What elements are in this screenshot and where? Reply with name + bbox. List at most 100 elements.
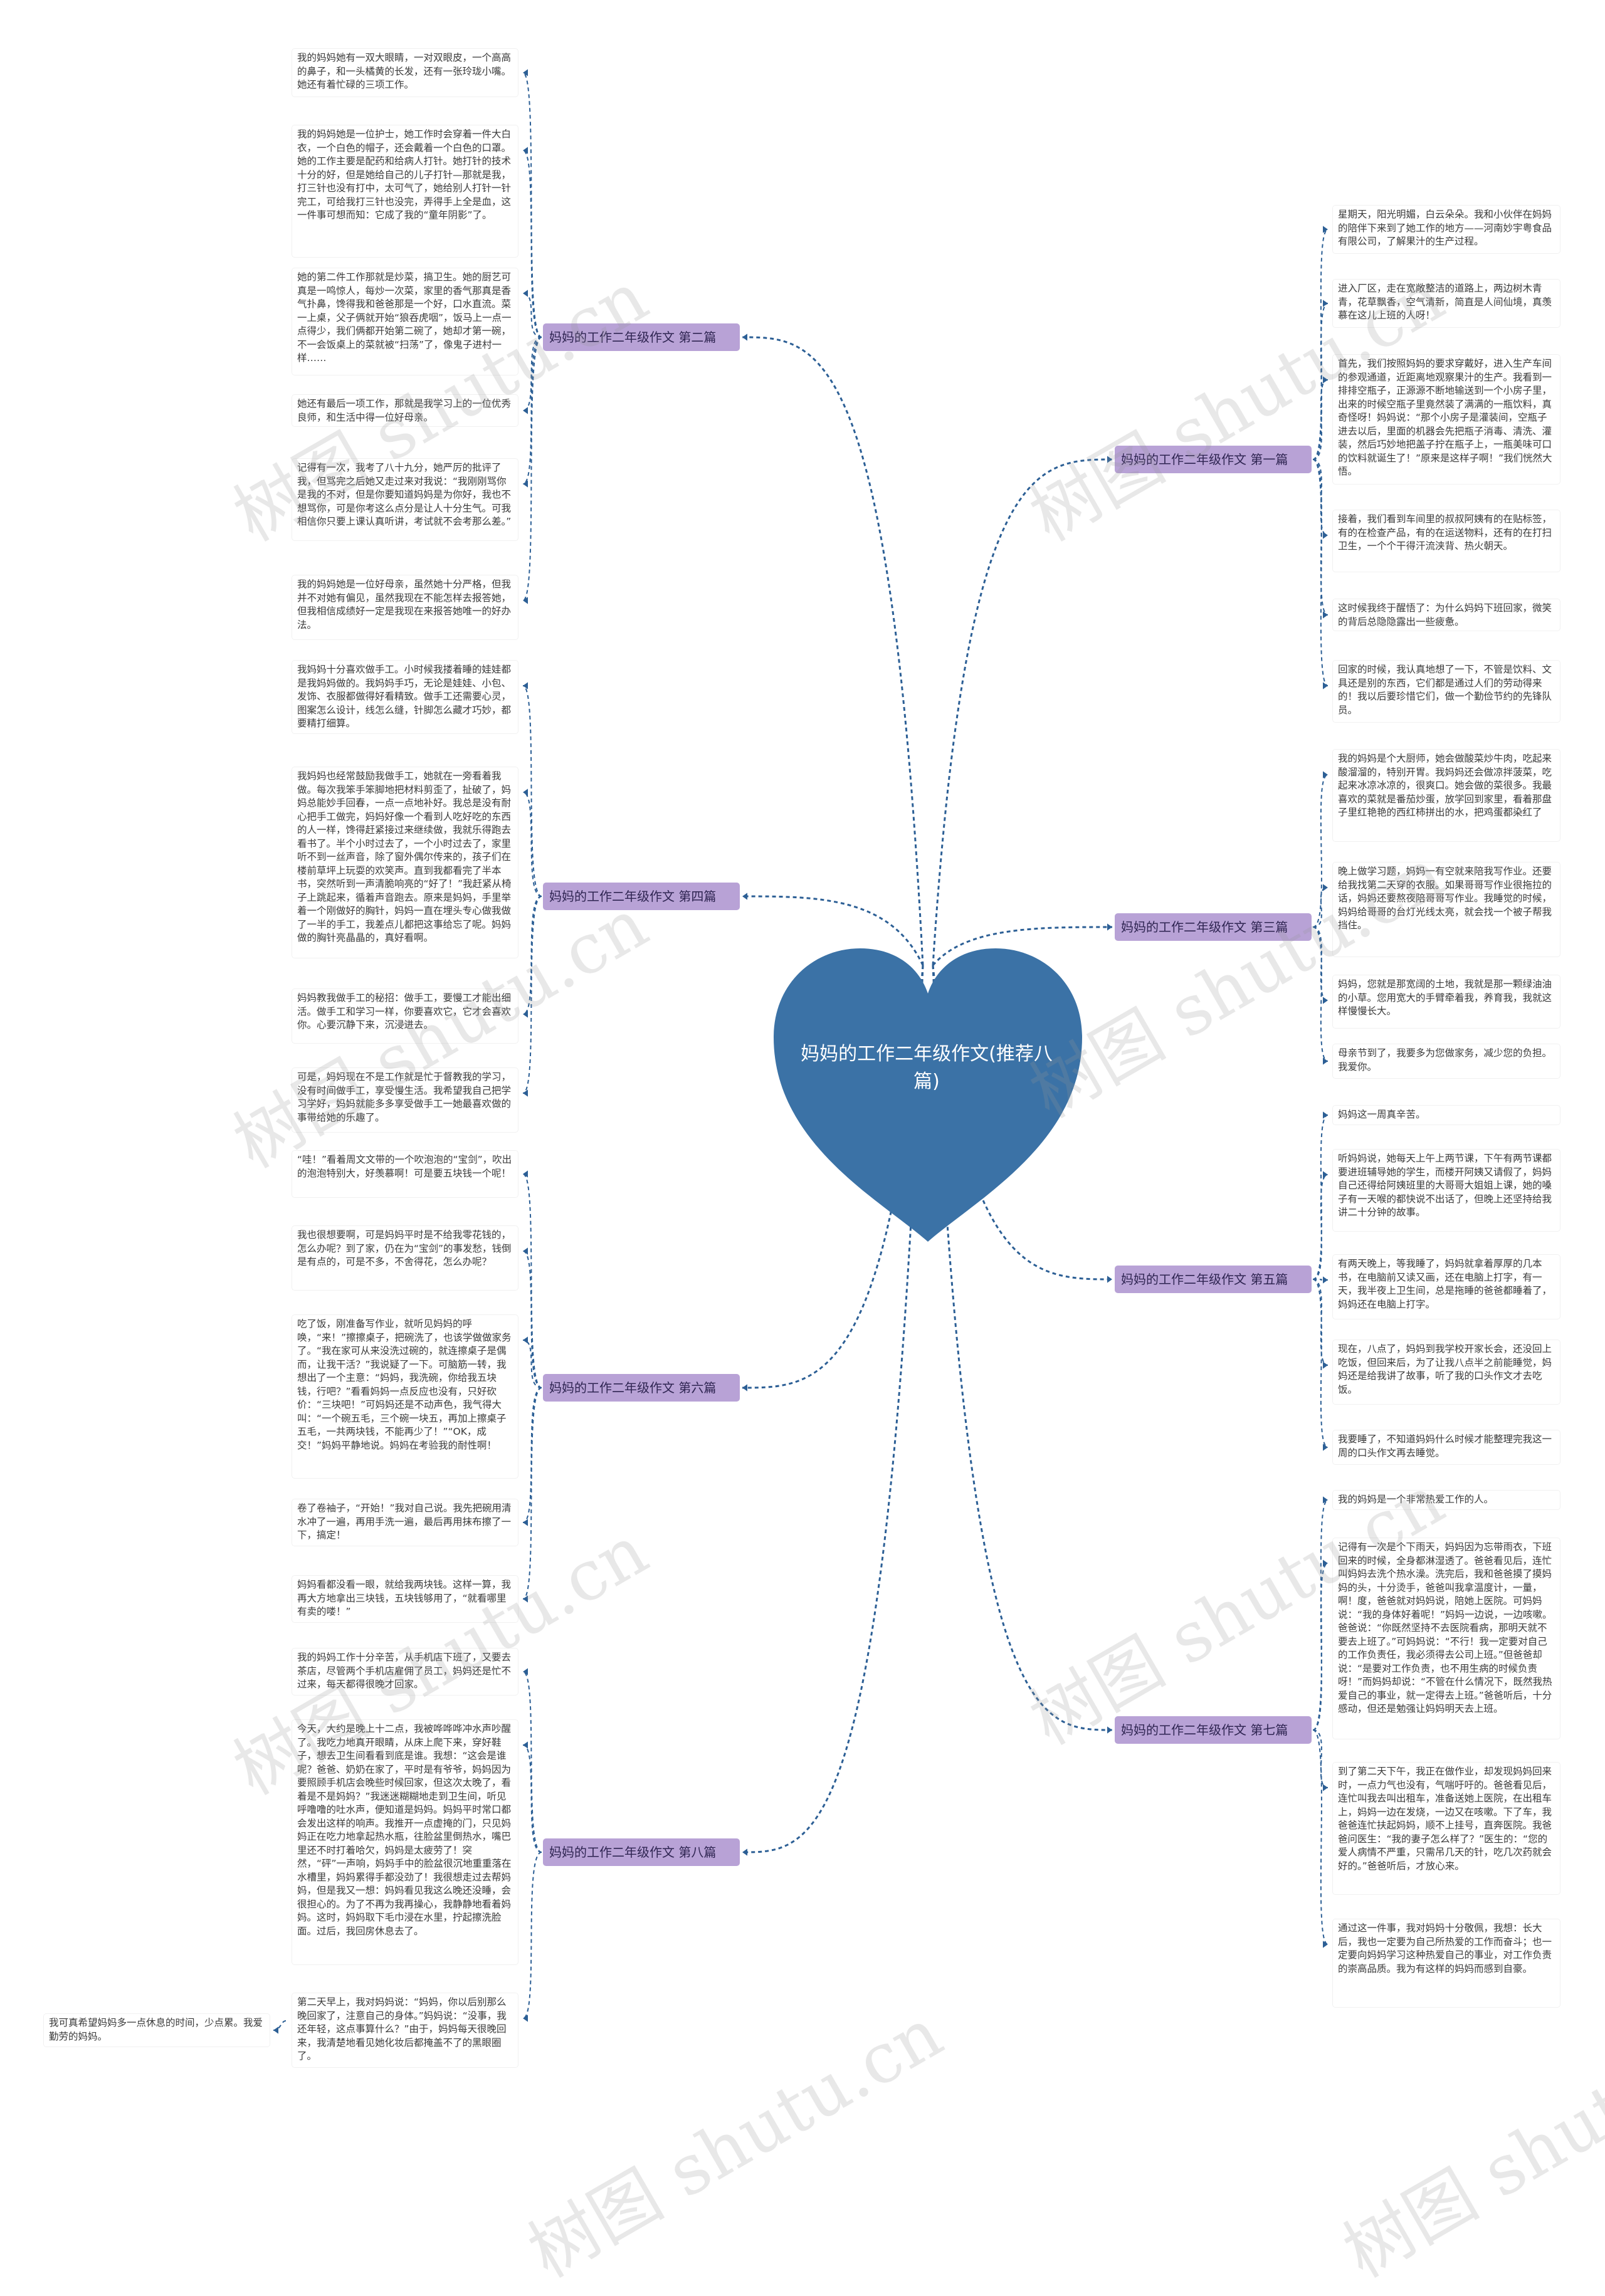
leaf-text[interactable]: 我妈妈十分喜欢做手工。小时候我搂着睡的娃娃都是我妈妈做的。我妈妈手巧，无论是娃娃…	[292, 661, 518, 733]
leaf-text[interactable]: 吃了饭，刚准备写作业，就听见妈妈的呼唤，“来！”擦擦桌子，把碗洗了，也该学做做家…	[292, 1315, 518, 1478]
arrowhead	[523, 2015, 528, 2022]
leaf-text[interactable]: 我的妈妈是一个非常热爱工作的人。	[1333, 1491, 1560, 1509]
leaf-text[interactable]: 记得有一次是个下雨天，妈妈因为忘带雨衣，下班回来的时候，全身都淋湿透了。爸爸看见…	[1333, 1538, 1560, 1739]
arrowhead	[523, 1595, 528, 1603]
connector-line	[1312, 459, 1329, 686]
connector-line	[1312, 303, 1329, 460]
branch-topic[interactable]: 妈妈的工作二年级作文 第五篇	[1115, 1266, 1312, 1293]
leaf-text[interactable]: 我的妈妈是个大厨师，她会做酸菜炒牛肉，吃起来酸溜溜的，特别开胃。我妈妈还会做凉拌…	[1333, 750, 1560, 841]
branch-topic[interactable]: 妈妈的工作二年级作文 第八篇	[543, 1838, 740, 1866]
branch-topic[interactable]: 妈妈的工作二年级作文 第一篇	[1115, 446, 1312, 473]
leaf-text[interactable]: 我的妈妈工作十分辛苦，从手机店下班了，又要去茶店，尽管两个手机店雇佣了员工，妈妈…	[292, 1649, 518, 1695]
leaf-text[interactable]: 我也很想要啊，可是妈妈平时是不给我零花钱的，怎么办呢？到了家，仍在为“宝剑”的事…	[292, 1226, 518, 1290]
connector-line	[522, 1250, 542, 1388]
branch-topic[interactable]: 妈妈的工作二年级作文 第四篇	[543, 883, 740, 910]
connector-line	[522, 293, 542, 338]
connector-line	[1312, 1279, 1329, 1448]
arrowhead	[1107, 923, 1112, 931]
leaf-text[interactable]: 我要睡了，不知道妈妈什么时候才能整理完我这一周的口头作文再去睡觉。	[1333, 1430, 1560, 1464]
leaf-text[interactable]: 妈妈教我做手工的秘招：做手工，要慢工才能出细活。做手工和学习一样，你要喜欢它，它…	[292, 989, 518, 1043]
leaf-text[interactable]: 通过这一件事，我对妈妈十分敬佩，我想：长大后，我也一定要为自己所热爱的工作而奋斗…	[1333, 1919, 1560, 2007]
leaf-text[interactable]: “哇！”看着周文文带的一个吹泡泡的“宝剑”，吹出的泡泡特别大，好羡慕啊！可是要五…	[292, 1151, 518, 1197]
arrowhead	[1323, 1496, 1328, 1504]
connector-line	[522, 337, 542, 601]
leaf-text[interactable]: 听妈妈说，她每天上午上两节课，下午有两节课都要进班辅导她的学生，而楼开阿姨又请假…	[1333, 1150, 1560, 1231]
connector-line	[1312, 1279, 1329, 1366]
arrowhead	[1323, 376, 1328, 384]
leaf-text[interactable]: 她还有最后一项工作，那就是我学习上的一位优秀良师，和生活中得一位好母亲。	[292, 395, 518, 426]
connector-line	[742, 895, 924, 966]
connector-line	[522, 1671, 542, 1853]
arrowhead	[1323, 226, 1328, 233]
leaf-text[interactable]: 可是，妈妈现在不是工作就是忙于督教我的学习，没有时间做手工，享受慢生活。我希望我…	[292, 1068, 518, 1132]
leaf-text[interactable]: 卷了卷袖子，“开始！”我对自己说。我先把碗用清水冲了一遍，再用手洗一遍，最后再用…	[292, 1499, 518, 1546]
leaf-text[interactable]: 我可真希望妈妈多一点休息的时间，少点累。我爱勤劳的妈妈。	[44, 2014, 270, 2047]
arrowhead	[1323, 682, 1328, 689]
leaf-text[interactable]: 接着，我们看到车间里的叔叔阿姨有的在贴标签，有的在检查产品，有的在运送物料，还有…	[1333, 510, 1560, 572]
leaf-text[interactable]: 第二天早上，我对妈妈说：“妈妈，你以后别那么晚回家了，注意自己的身体。”妈妈说：…	[292, 1993, 518, 2067]
leaf-text[interactable]: 她的第二件工作那就是炒菜，搞卫生。她的厨艺可真是一鸣惊人，每炒一次菜，家里的香气…	[292, 268, 518, 375]
leaf-text[interactable]: 妈妈这一周真辛苦。	[1333, 1106, 1560, 1124]
connector-line	[1312, 1114, 1329, 1280]
branch-topic[interactable]: 妈妈的工作二年级作文 第三篇	[1115, 913, 1312, 941]
arrowhead	[523, 1741, 528, 1749]
arrowhead	[1323, 1111, 1328, 1119]
leaf-text[interactable]: 首先，我们按照妈妈的要求穿戴好，进入生产车间的参观通道，近距离地观察果汁的生产。…	[1333, 355, 1560, 484]
arrowhead	[1323, 997, 1328, 1004]
connector-line	[1312, 459, 1329, 536]
connector-line	[522, 1852, 542, 2019]
arrowhead	[742, 893, 747, 900]
arrowhead	[1323, 300, 1328, 307]
leaf-text[interactable]: 今天，大约是晚上十二点，我被哗哗哗冲水声吵醒了。我吃力地真开眼睛，从床上爬下来，…	[292, 1720, 518, 1964]
connector-line	[273, 2020, 287, 2031]
branch-topic[interactable]: 妈妈的工作二年级作文 第七篇	[1115, 1716, 1312, 1744]
leaf-text[interactable]: 晚上做学习题，妈妈一有空就来陪我写作业。还要给我找第二天穿的衣服。如果哥哥写作业…	[1333, 862, 1560, 957]
arrowhead	[1323, 1784, 1328, 1791]
arrowhead	[523, 480, 528, 488]
leaf-text[interactable]: 我妈妈也经常鼓励我做手工，她就在一旁看着我做。每次我笨手笨脚地把材料剪歪了，扯破…	[292, 767, 518, 958]
arrowhead	[523, 1519, 528, 1526]
leaf-text[interactable]: 这时候我终于醒悟了：为什么妈妈下班回家，微笑的背后总隐隐露出一些疲惫。	[1333, 599, 1560, 631]
arrowhead	[1323, 884, 1328, 891]
leaf-text[interactable]: 妈妈看都没看一眼，就给我两块钱。这样一算，我再大方地拿出三块钱，五块钱够用了，“…	[292, 1576, 518, 1622]
arrowhead	[1323, 1057, 1328, 1065]
arrowhead	[523, 69, 528, 76]
arrowhead	[742, 333, 747, 341]
connector-line	[522, 896, 542, 1094]
connector-line	[742, 336, 924, 966]
connector-line	[1312, 774, 1329, 928]
arrowhead	[523, 147, 528, 154]
arrowhead	[523, 1170, 528, 1178]
leaf-text[interactable]: 到了第二天下午，我正在做作业，却发现妈妈回来时，一点力气也没有，气喘吁吁的。爸爸…	[1333, 1763, 1560, 1894]
arrowhead	[523, 789, 528, 796]
branch-topic[interactable]: 妈妈的工作二年级作文 第六篇	[543, 1374, 740, 1402]
leaf-text[interactable]: 妈妈，您就是那宽阔的土地，我就是那一颗绿油油的小草。您用宽大的手臂牵着我，养育我…	[1333, 975, 1560, 1028]
branch-topic[interactable]: 妈妈的工作二年级作文 第二篇	[543, 323, 740, 351]
leaf-text[interactable]: 有两天晚上，等我睡了，妈妈就拿着厚厚的几本书，在电脑前又读又画，还在电脑上打字，…	[1333, 1255, 1560, 1319]
connector-line	[932, 926, 1113, 966]
arrowhead	[1323, 611, 1328, 619]
arrowhead	[1323, 1361, 1328, 1369]
connector-line	[1312, 459, 1329, 616]
arrowhead	[742, 1384, 747, 1392]
leaf-text[interactable]: 我的妈妈她是一位护士，她工作时会穿着一件大白衣，一个白色的帽子，还会戴着一个白色…	[292, 125, 518, 257]
leaf-text[interactable]: 记得有一次，我考了八十九分，她严厉的批评了我，但骂完之后她又走过来对我说：“我刚…	[292, 459, 518, 540]
connector-line	[1312, 379, 1329, 460]
arrowhead	[523, 1336, 528, 1344]
arrowhead	[523, 597, 528, 604]
leaf-text[interactable]: 母亲节到了，我要多为您做家务，减少您的负担。我爱你。	[1333, 1044, 1560, 1078]
connector-line	[522, 792, 542, 897]
arrowhead	[1323, 1276, 1328, 1284]
connector-line	[522, 1744, 542, 1853]
arrowhead	[523, 1089, 528, 1097]
arrowhead	[523, 1668, 528, 1675]
leaf-text[interactable]: 我的妈妈她是一位好母亲，虽然她十分严格，但我并不对她有偏见，虽然我现在不能怎样去…	[292, 575, 518, 639]
connector-line	[1312, 1279, 1329, 1281]
leaf-text[interactable]: 我的妈妈她有一双大眼睛，一对双眼皮，一个高高的鼻子，和一头橘黄的长发，还有一张玲…	[292, 49, 518, 97]
leaf-text[interactable]: 现在，八点了，妈妈到我学校开家长会，还没回上吃饭，但回来后，为了让我八点半之前能…	[1333, 1340, 1560, 1404]
leaf-text[interactable]: 回家的时候，我认真地想了一下，不管是饮料、文具还是别的东西，它们都是通过人们的劳…	[1333, 661, 1560, 722]
leaf-text[interactable]: 星期天，阳光明媚，白云朵朵。我和小伙伴在妈妈的陪伴下来到了她工作的地方——河南妙…	[1333, 206, 1560, 253]
leaf-text[interactable]: 进入厂区，走在宽敞整洁的道路上，两边树木青青，花草飘香，空气清新，简直是人间仙境…	[1333, 280, 1560, 327]
central-topic[interactable]: 妈妈的工作二年级作文(推荐八篇)	[801, 1043, 1053, 1093]
arrowhead	[1107, 1276, 1112, 1283]
